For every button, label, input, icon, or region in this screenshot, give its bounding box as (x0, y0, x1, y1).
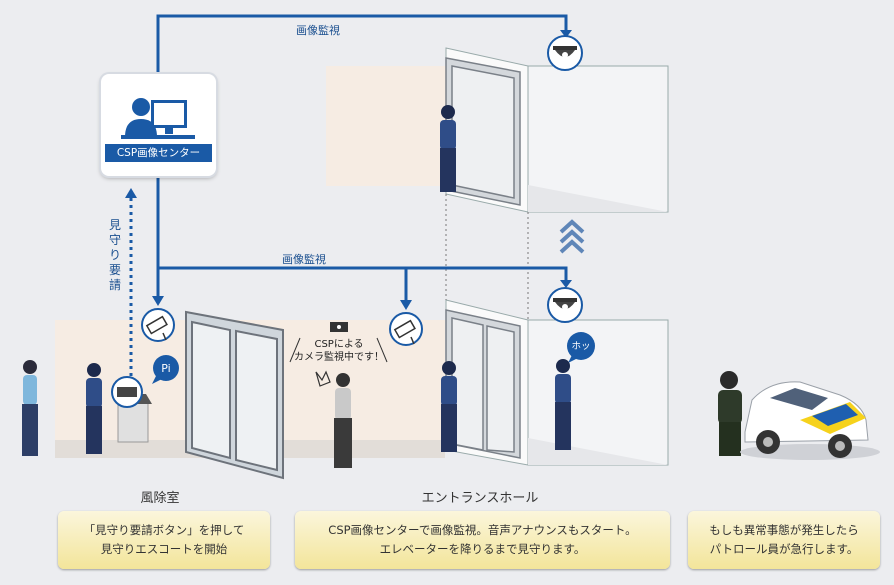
lower-elevator-doors (445, 309, 521, 459)
note-1-line-2: 見守りエスコートを開始 (100, 542, 228, 556)
pi-bubble (152, 355, 179, 384)
flow-top-line (156, 14, 568, 74)
hot-text: ホッ (571, 341, 591, 352)
resident-pressing-button (86, 363, 102, 454)
resident-hall (441, 361, 457, 452)
note-2-line-2: エレベーターを降りるまで見守ります。 (379, 542, 586, 556)
patrol-car (740, 381, 880, 460)
upper-wall (326, 66, 446, 186)
dome-camera-lower-icon (547, 287, 583, 323)
operator-monitor-icon (121, 98, 195, 139)
note-2-line-1: CSP画像センターで画像監視。音声アナウンスもスタート。 (328, 523, 637, 537)
note-3-line-1: もしも異常事態が発生したら (709, 523, 859, 537)
patrol-guard (718, 371, 742, 456)
upper-elevator-doors (445, 57, 521, 206)
flow-label-top: 画像監視 (296, 24, 340, 37)
note-3-line-2: パトロール員が急行します。 (709, 542, 859, 556)
up-chevrons-icon (559, 219, 585, 254)
resident-elevator (555, 359, 571, 450)
flow-label-middle: 画像監視 (282, 253, 326, 266)
visitor-waiting (22, 360, 38, 456)
box-camera-hall-icon (389, 312, 423, 346)
entrance-doors (185, 310, 284, 480)
note-1-line-1: 「見守り要請ボタン」を押して (83, 523, 245, 537)
dome-camera-upper-icon (547, 35, 583, 71)
intercom-callout-icon (111, 376, 143, 408)
area-windbreak-label: 風除室 (140, 491, 180, 506)
csp-center-label: CSP画像センター (105, 144, 212, 162)
note-box-patrol: もしも異常事態が発生したら パトロール員が急行します。 (688, 511, 880, 569)
hot-bubble (567, 332, 595, 363)
surprise-mark-icon (315, 370, 331, 387)
note-box-windbreak: 「見守り要請ボタン」を押して 見守りエスコートを開始 (58, 511, 270, 569)
resident-upper-floor (440, 105, 456, 192)
note-box-entrance-hall: CSP画像センターで画像監視。音声アナウンスもスタート。 エレベーターを降りるま… (295, 511, 670, 569)
box-camera-windbreak-icon (141, 308, 175, 342)
monitor-speech: CSPによる カメラ監視中です！ (290, 338, 388, 364)
csp-center-card: CSP画像センター (101, 74, 216, 176)
monitor-speech-line1: CSPによる (314, 339, 364, 350)
flow-branch-line (158, 266, 568, 280)
pi-text: Pi (161, 362, 171, 375)
area-entrance-hall-label: エントランスホール (421, 491, 539, 506)
suspicious-person (334, 373, 352, 468)
request-label: 見守り要請 (108, 218, 121, 292)
monitor-speech-line2: カメラ監視中です！ (294, 352, 384, 363)
